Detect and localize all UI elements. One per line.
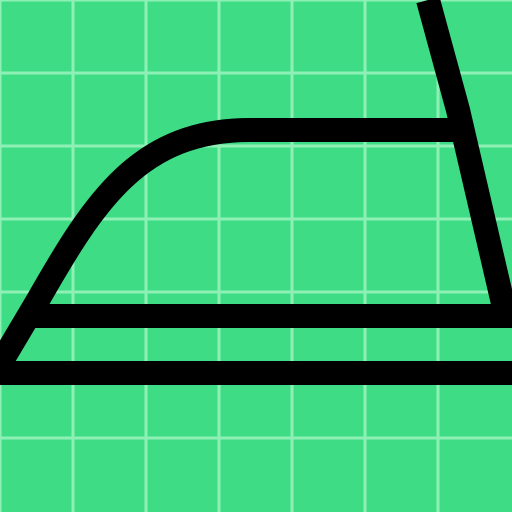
iron-outline [0,0,512,385]
iron-body-curve [0,118,458,371]
iron-handle-line [416,0,512,315]
